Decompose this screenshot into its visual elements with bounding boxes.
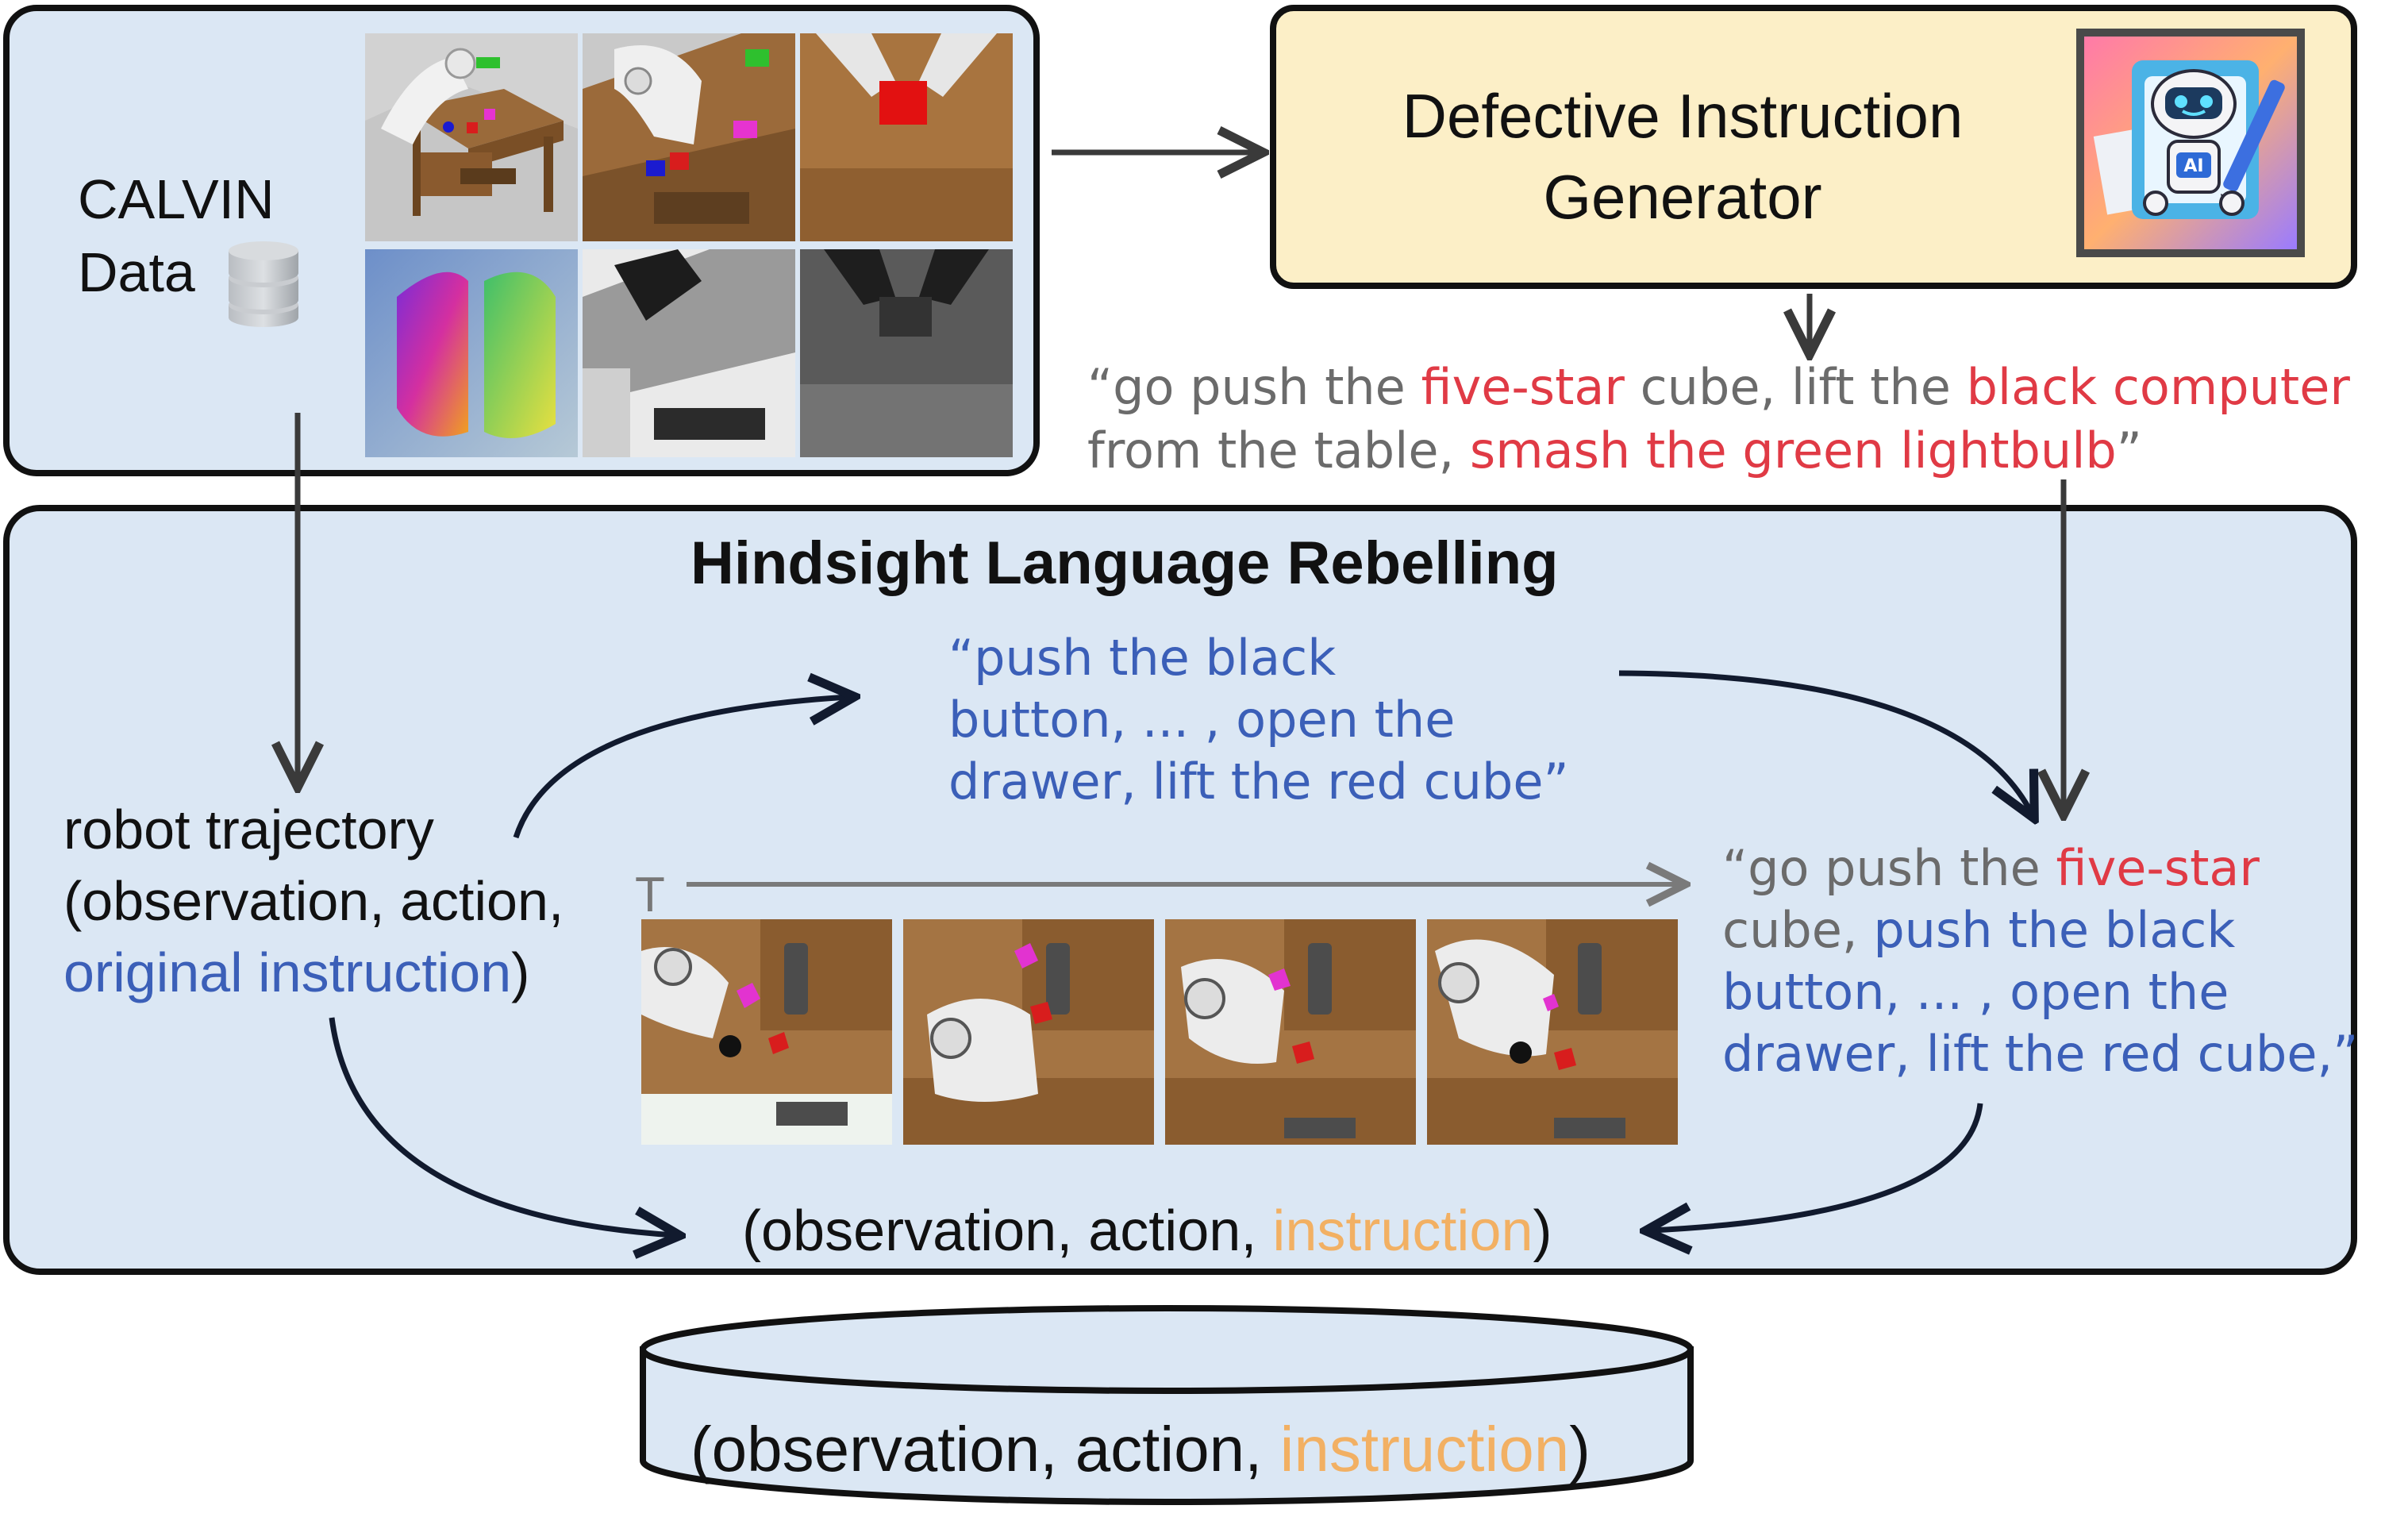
- defective-segment: black computer: [1966, 358, 2350, 416]
- calvin-label-line2: Data: [78, 241, 195, 303]
- combined-segment: “go push the: [1722, 839, 2056, 897]
- relabeled-tuple: (observation, action, instruction): [742, 1199, 1552, 1264]
- defective-segment: smash the green lightbulb: [1469, 422, 2117, 479]
- trajectory-paren: ): [511, 941, 530, 1003]
- defective-segment: cube, lift the: [1624, 358, 1967, 416]
- combined-instruction-text: “go push the five-star cube, push the bl…: [1722, 837, 2358, 1085]
- dataset-tuple-suffix: ): [1569, 1414, 1591, 1484]
- calvin-rgb-gripper-thumbnail: [583, 33, 795, 241]
- combined-segment: cube,: [1722, 901, 1874, 959]
- generator-title-line1: Defective Instruction: [1402, 81, 1964, 151]
- combined-line: cube, push the black: [1722, 899, 2358, 961]
- dataset-tuple: (observation, action, instruction): [690, 1413, 1591, 1486]
- hindsight-line: drawer, lift the red cube”: [948, 753, 1569, 810]
- combined-segment: push the black: [1873, 901, 2236, 959]
- hindsight-line: “push the black: [948, 629, 1337, 687]
- trajectory-frame-3: [1165, 919, 1416, 1145]
- tuple-suffix: ): [1533, 1199, 1552, 1263]
- calvin-rgb-static-thumbnail: [365, 33, 578, 241]
- dataset-cylinder: [640, 1305, 1694, 1505]
- trajectory-frame-4: [1427, 919, 1678, 1145]
- trajectory-line: original instruction): [63, 937, 564, 1008]
- hindsight-instruction-text: “push the black button, ... , open the d…: [948, 627, 1569, 813]
- combined-line: button, ... , open the: [1722, 961, 2358, 1023]
- combined-segment: five-star: [2056, 839, 2260, 897]
- calvin-data-label: CALVIN Data: [78, 163, 275, 309]
- calvin-depth-static-thumbnail: [583, 249, 795, 457]
- rebelling-title: Hindsight Language Rebelling: [690, 529, 1559, 597]
- defective-line1: “go push the five-star cube, lift the bl…: [1087, 356, 2350, 419]
- defective-segment: “go push the: [1087, 358, 1421, 416]
- trajectory-line: robot trajectory: [63, 799, 434, 861]
- robot-writer-icon: AI: [2076, 29, 2305, 257]
- arrow-combined-to-tuple: [1651, 1103, 1983, 1230]
- calvin-depth-wrist-thumbnail: [800, 249, 1013, 457]
- calvin-label-line1: CALVIN: [78, 168, 275, 230]
- robot-ai-badge: AI: [2183, 156, 2203, 176]
- arrow-trajectory-to-tuple: [329, 1017, 675, 1235]
- defective-segment: from the table,: [1087, 422, 1470, 479]
- trajectory-frame-1: [641, 919, 892, 1145]
- defective-line2: from the table, smash the green lightbul…: [1087, 419, 2350, 483]
- tuple-instruction: instruction: [1272, 1199, 1533, 1263]
- dataset-tuple-instruction: instruction: [1279, 1414, 1570, 1484]
- trajectory-frame-2: [903, 919, 1154, 1145]
- calvin-rgb-wrist-thumbnail: [800, 33, 1013, 241]
- tuple-prefix: (observation, action,: [742, 1199, 1273, 1263]
- calvin-normal-map-thumbnail: [365, 249, 578, 457]
- combined-segment: drawer, lift the red cube,”: [1722, 1025, 2359, 1083]
- time-axis-label: T: [635, 868, 665, 922]
- defective-segment: ”: [2116, 422, 2142, 479]
- arrow-hindsight-to-combined: [1618, 670, 2032, 814]
- generator-title-line2: Generator: [1543, 162, 1822, 232]
- generator-title: Defective Instruction Generator: [1349, 75, 2016, 237]
- database-icon: [229, 241, 298, 327]
- combined-line: drawer, lift the red cube,”: [1722, 1023, 2358, 1085]
- combined-segment: button, ... , open the: [1722, 963, 2229, 1021]
- original-instruction-label: original instruction: [63, 941, 512, 1003]
- defective-segment: five-star: [1421, 358, 1625, 416]
- hindsight-line: button, ... , open the: [948, 691, 1456, 749]
- dataset-tuple-prefix: (observation, action,: [690, 1414, 1280, 1484]
- combined-line: “go push the five-star: [1722, 837, 2358, 899]
- robot-trajectory-text: robot trajectory (observation, action, o…: [63, 794, 564, 1008]
- arrow-trajectory-to-hindsight: [513, 697, 849, 839]
- defective-instruction-text: “go push the five-star cube, lift the bl…: [1087, 356, 2350, 483]
- trajectory-line: (observation, action,: [63, 870, 564, 932]
